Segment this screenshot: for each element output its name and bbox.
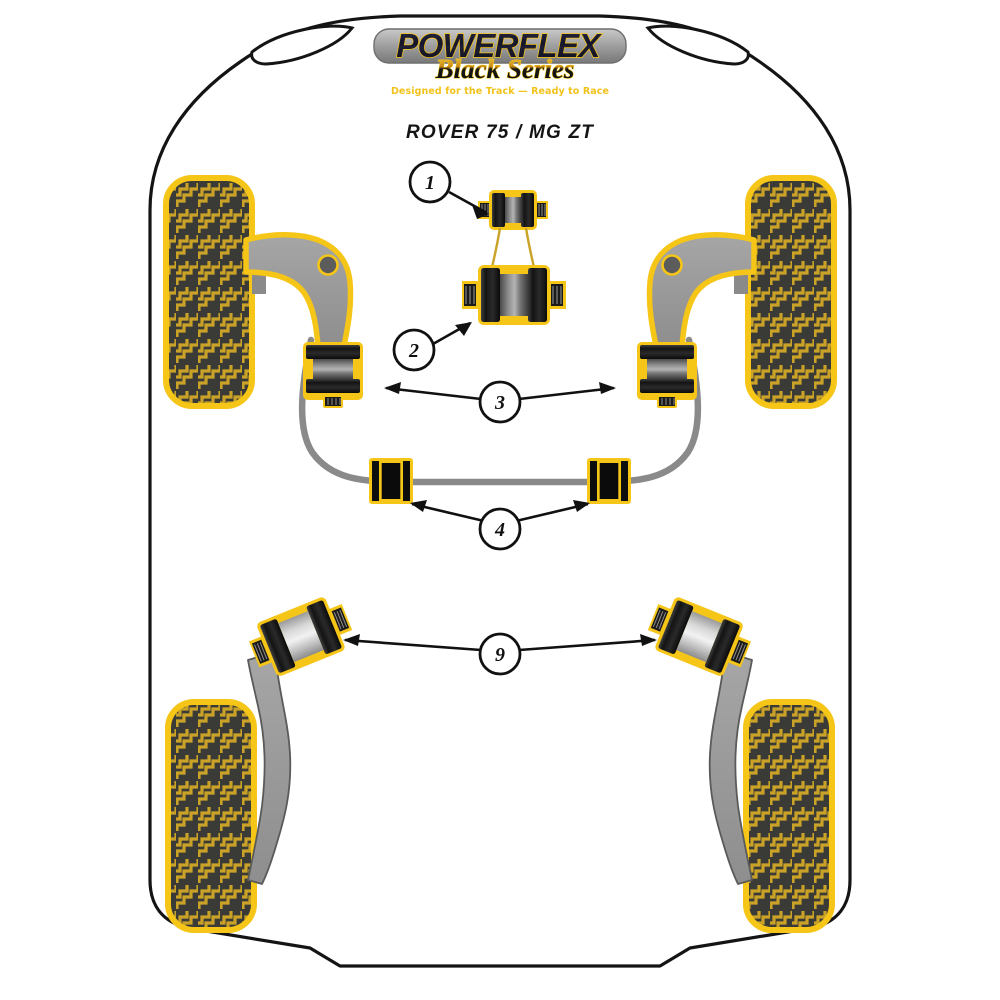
front-upper-mount-bush bbox=[478, 190, 548, 230]
front-wishbone-bush-left bbox=[303, 342, 363, 408]
callout-3-number: 3 bbox=[494, 392, 505, 414]
front-wishbone-bush-right bbox=[637, 342, 697, 408]
logo-plate: POWERFLEX Black Series bbox=[366, 24, 634, 86]
wheel-rear-right bbox=[743, 699, 835, 933]
anti-roll-bar-bush-left bbox=[369, 458, 413, 504]
wheel-rear-left bbox=[165, 699, 257, 933]
control-arm-hole-right bbox=[661, 254, 683, 276]
brand-tagline: Designed for the Track — Ready to Race bbox=[390, 86, 610, 97]
callout-9[interactable]: 9 bbox=[478, 632, 522, 676]
callout-1[interactable]: 1 bbox=[408, 160, 452, 204]
model-title: ROVER 75 / MG ZT bbox=[405, 122, 595, 143]
wheel-front-right bbox=[745, 175, 837, 409]
callout-4[interactable]: 4 bbox=[478, 507, 522, 551]
black-series-wordmark: Black Series bbox=[434, 53, 575, 84]
wing-mirror-right bbox=[645, 24, 750, 66]
powerflex-wordmark: POWERFLEX bbox=[373, 26, 627, 65]
rear-arm-bush-right bbox=[647, 597, 752, 676]
control-arm-front-left bbox=[243, 231, 354, 349]
control-arm-hole-left bbox=[317, 254, 339, 276]
callout-2-number: 2 bbox=[408, 340, 419, 362]
rear-arm-bush-left bbox=[248, 597, 353, 676]
powerflex-logo: POWERFLEX Black Series Designed for the … bbox=[360, 24, 640, 114]
callout-9-number: 9 bbox=[495, 644, 505, 666]
anti-roll-bar bbox=[298, 336, 702, 486]
callout-2[interactable]: 2 bbox=[392, 328, 436, 372]
callout-4-number: 4 bbox=[494, 519, 505, 541]
callout-1-number: 1 bbox=[425, 172, 435, 194]
trailing-arm-rear-left bbox=[247, 651, 292, 885]
front-lower-mount-bush bbox=[462, 265, 566, 325]
wheel-front-left bbox=[163, 175, 255, 409]
black-series-text: Black Series bbox=[435, 54, 575, 84]
control-arm-front-right bbox=[646, 231, 757, 349]
wing-mirror-left bbox=[250, 24, 355, 66]
trailing-arm-rear-right bbox=[708, 651, 753, 885]
callout-3[interactable]: 3 bbox=[478, 380, 522, 424]
powerflex-wordmark-text: POWERFLEX bbox=[396, 27, 602, 64]
anti-roll-bar-bush-right bbox=[587, 458, 631, 504]
callout-leaders bbox=[343, 190, 657, 652]
